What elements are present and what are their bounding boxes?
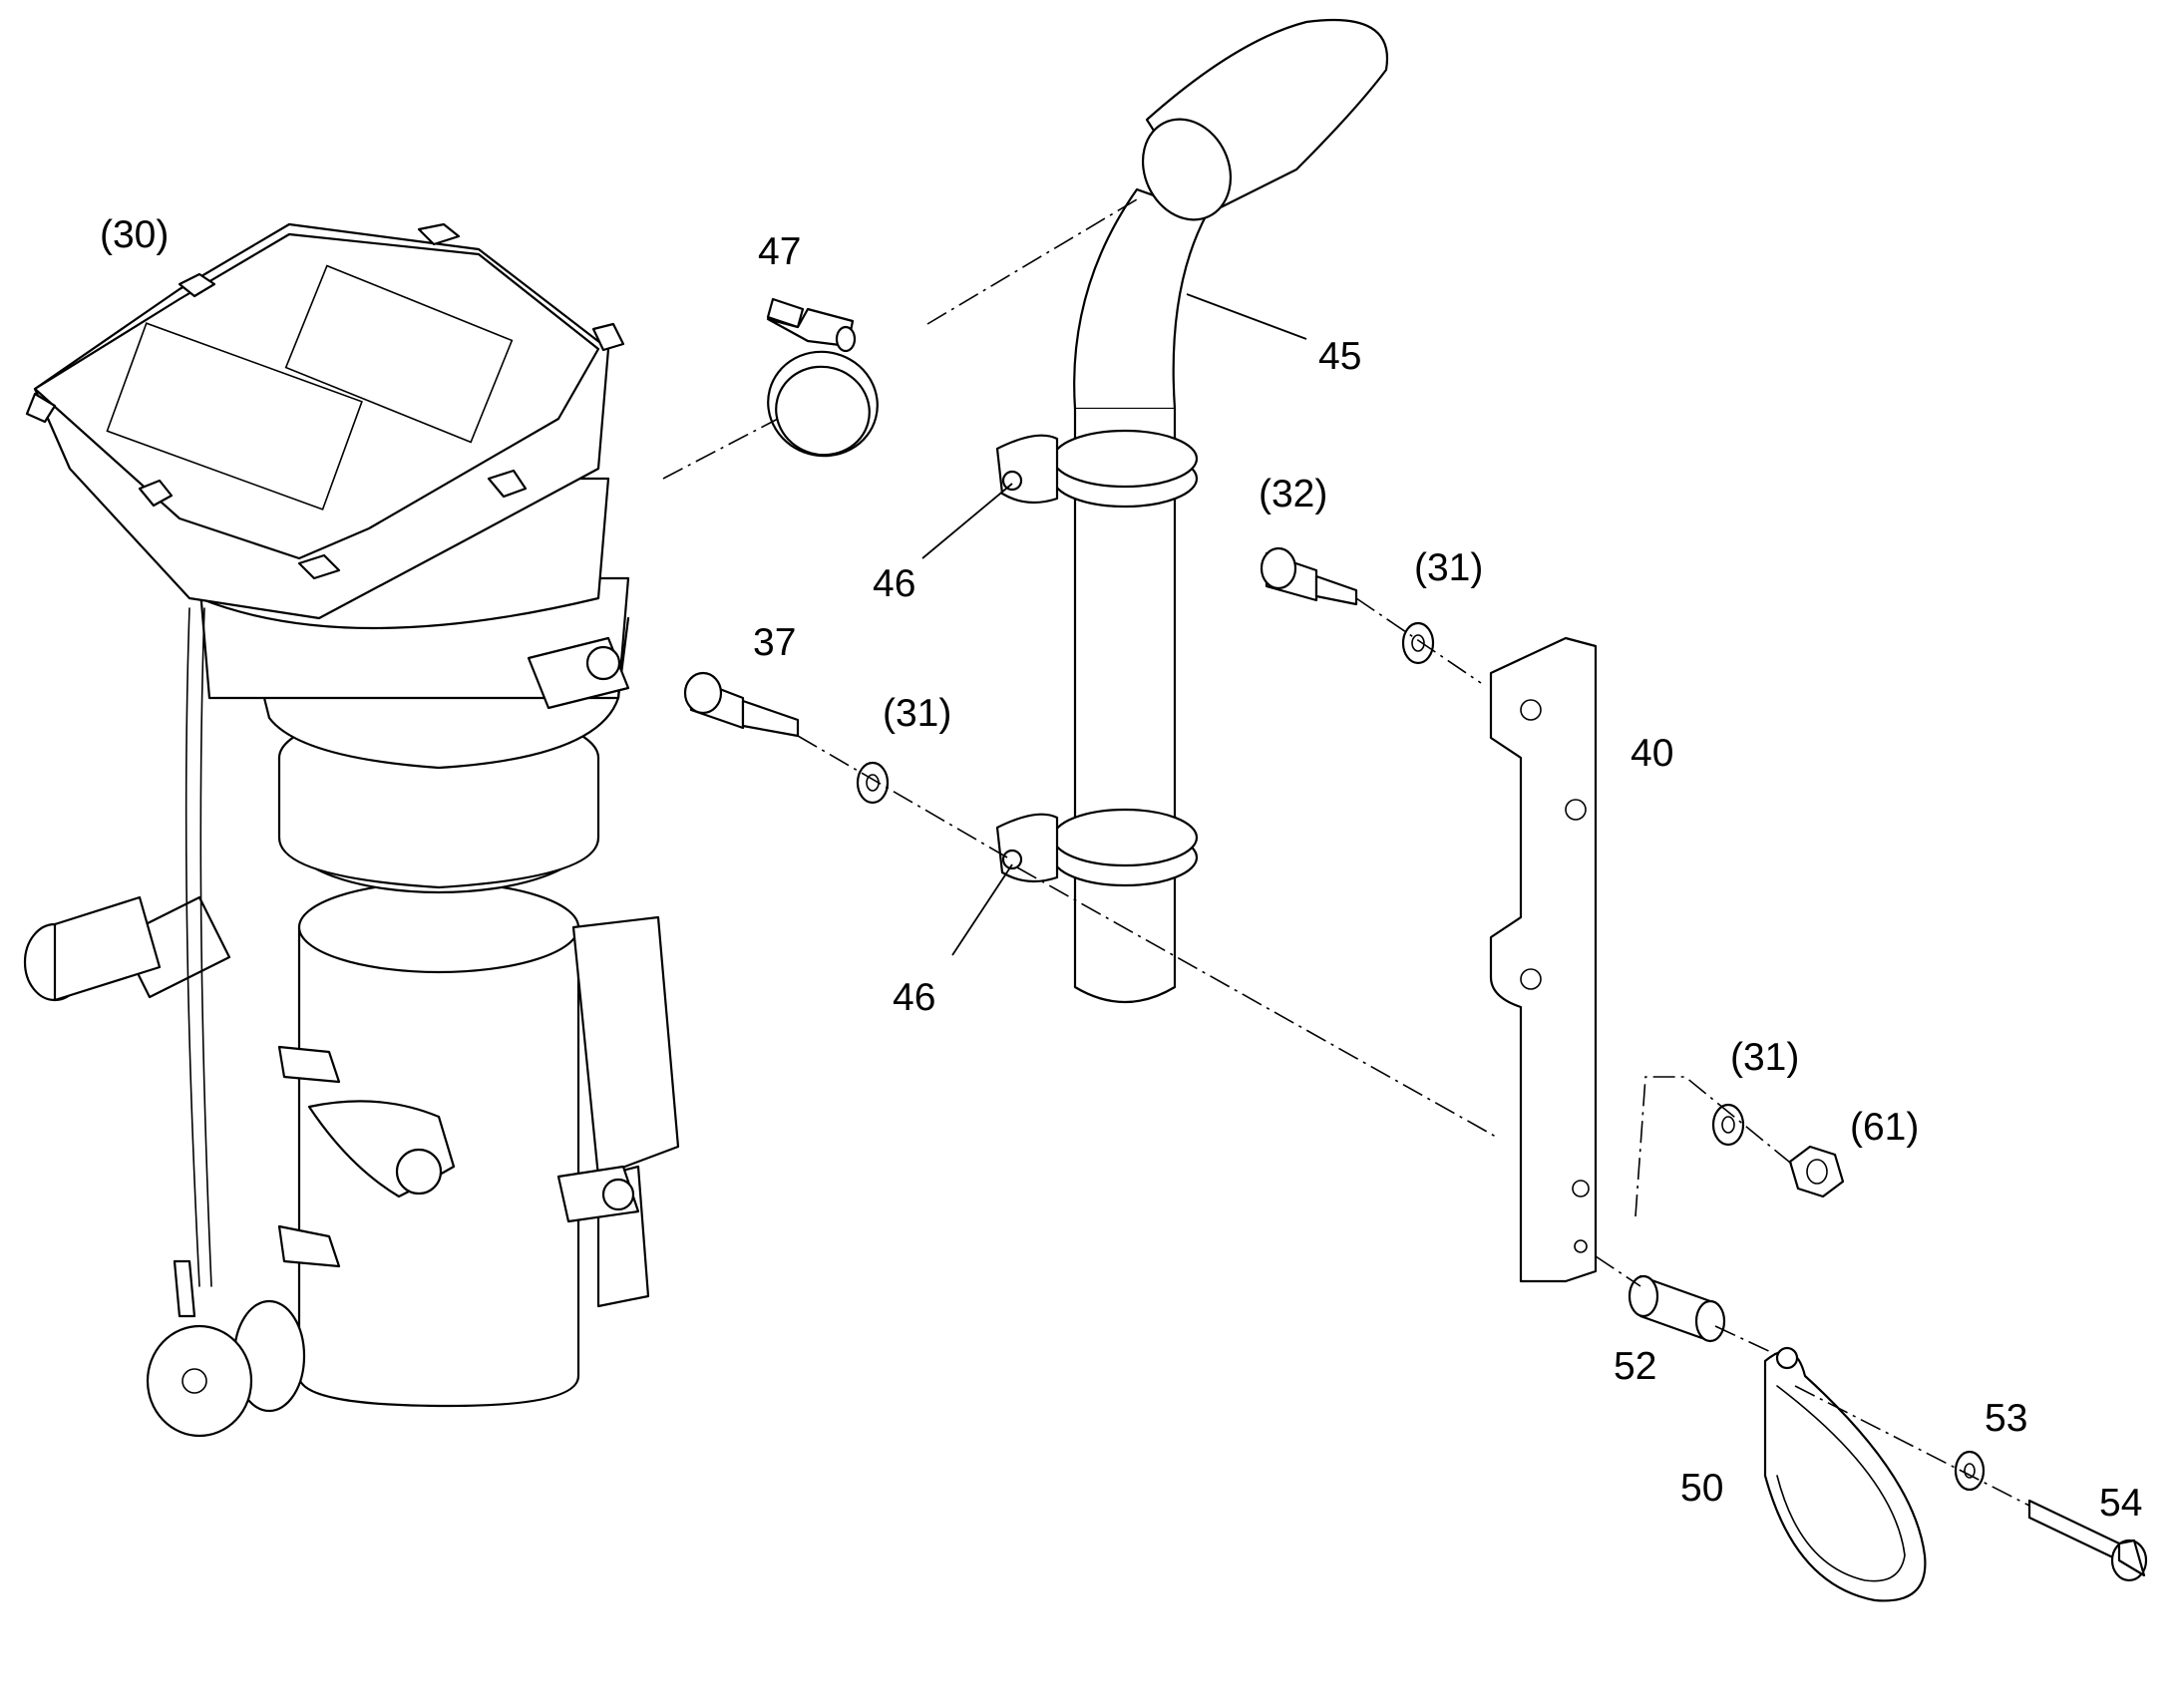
spacer-part-52 <box>1628 1274 1726 1343</box>
callout-40: 40 <box>1631 732 1673 775</box>
callout-31-upper: (31) <box>1414 546 1483 589</box>
callout-53: 53 <box>1985 1397 2027 1440</box>
callout-61: (61) <box>1850 1106 1919 1149</box>
screw-part-54 <box>2027 1499 2148 1582</box>
screw-part-37 <box>683 671 800 738</box>
washer-part-53 <box>1954 1450 1986 1492</box>
callout-47: 47 <box>758 230 801 273</box>
callout-46-upper: 46 <box>873 562 915 605</box>
callout-labels: (30) 47 45 (32) (31) 37 (31) 40 46 46 (3… <box>100 213 2142 1525</box>
washer-part-31-c <box>1711 1103 1745 1147</box>
washer-part-31-b <box>1401 621 1435 665</box>
callout-54: 54 <box>2099 1482 2142 1525</box>
exhaust-pipe-part-45 <box>995 18 1389 1003</box>
leader-lines <box>921 293 1307 956</box>
callout-32: (32) <box>1259 473 1327 515</box>
callout-30: (30) <box>100 213 169 256</box>
washer-part-31-a <box>856 761 890 805</box>
p-clip-part-50 <box>1763 1346 1927 1602</box>
callout-37: 37 <box>753 621 796 664</box>
bracket-part-40 <box>1489 636 1598 1283</box>
callout-45: 45 <box>1318 335 1361 378</box>
callout-52: 52 <box>1614 1345 1656 1388</box>
screw-part-32 <box>1260 546 1358 606</box>
callout-31-lower: (31) <box>1730 1036 1799 1079</box>
assembly-axes <box>662 198 2030 1507</box>
callout-31-middle: (31) <box>883 692 951 735</box>
callout-46-lower: 46 <box>893 976 935 1019</box>
nut-part-61 <box>1788 1145 1845 1198</box>
hose-clamp-part-47 <box>766 297 879 458</box>
heater-unit <box>23 222 680 1438</box>
callout-50: 50 <box>1680 1467 1723 1510</box>
